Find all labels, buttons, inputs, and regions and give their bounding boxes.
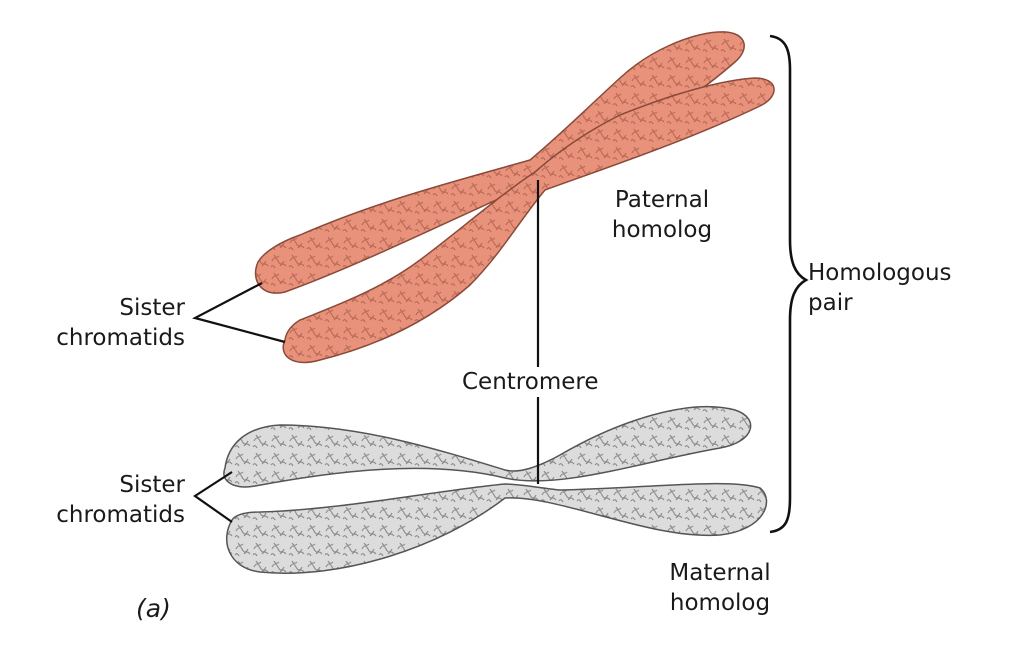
paternal-chromatid-lower [282, 77, 775, 364]
paternal-chromatid-upper [254, 31, 745, 294]
panel-label: (a) [136, 594, 171, 623]
maternal-homolog-label: Maternal homolog [669, 560, 771, 616]
homologous-pair-brace [769, 34, 809, 534]
sister-top-pointer [191, 282, 286, 344]
sister-chromatids-top-label: Sister chromatids [56, 295, 185, 351]
maternal-chromatid-upper [223, 406, 752, 488]
sister-bottom-pointer [193, 471, 233, 523]
maternal-chromatid-lower [225, 482, 768, 574]
paternal-homolog-label: Paternal homolog [611, 187, 713, 243]
sister-chromatids-bottom-label: Sister chromatids [56, 472, 185, 528]
centromere-label: Centromere [460, 367, 601, 397]
paternal-homolog [254, 31, 775, 364]
maternal-homolog [223, 406, 768, 574]
homologous-pair-label: Homologous pair [808, 260, 952, 316]
